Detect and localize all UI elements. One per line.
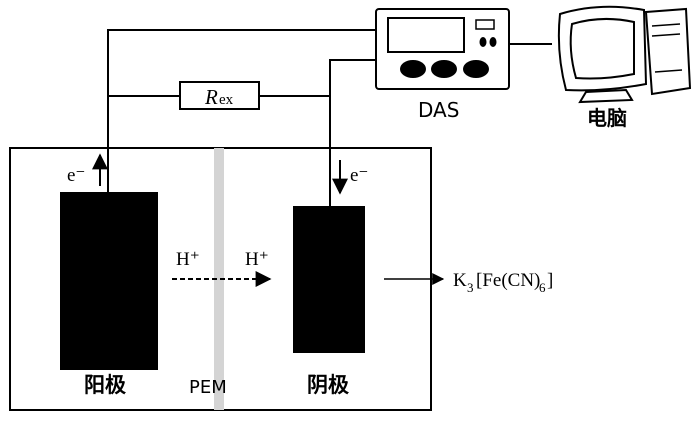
cathode-electrode <box>293 206 365 353</box>
cathode-label: 阴极 <box>307 373 350 397</box>
proton-label-right: H⁺ <box>245 249 269 270</box>
svg-text:]: ] <box>547 270 553 291</box>
resistor-label: R <box>204 85 218 109</box>
pem-label: PEM <box>189 377 227 398</box>
electron-label-left: e⁻ <box>67 165 85 186</box>
svg-text:K: K <box>453 270 467 291</box>
svg-text:3: 3 <box>467 280 474 295</box>
anode-label: 阳极 <box>84 373 127 397</box>
pem-membrane <box>214 148 224 410</box>
resistor-label-sub: ex <box>219 92 234 108</box>
resistor-rex <box>179 81 260 110</box>
proton-label-left: H⁺ <box>176 249 200 270</box>
compound-label: K 3 [Fe(CN) 6 ] <box>453 270 553 295</box>
desktop-computer-icon <box>557 5 692 104</box>
external-circuit <box>107 29 552 206</box>
svg-text:6: 6 <box>539 280 546 295</box>
svg-text:[Fe(CN): [Fe(CN) <box>476 270 540 291</box>
das-device-icon <box>375 8 510 90</box>
das-label: DAS <box>418 98 459 122</box>
anode-electrode <box>60 192 158 370</box>
computer-label: 电脑 <box>587 106 627 130</box>
electron-label-right: e⁻ <box>350 165 368 186</box>
